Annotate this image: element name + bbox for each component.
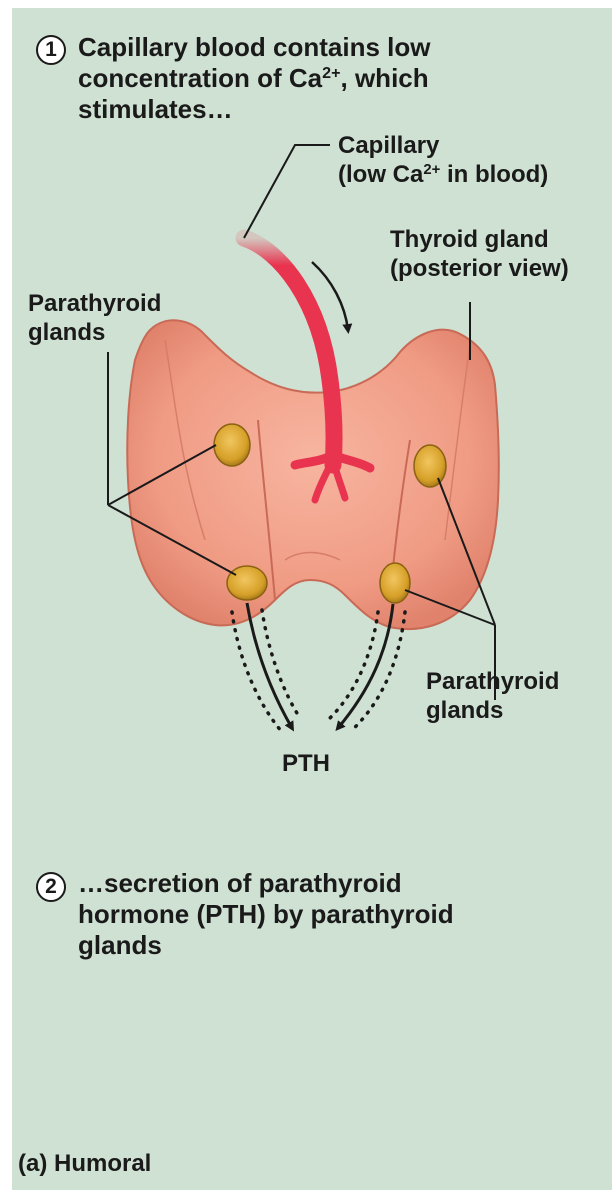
step-1-line-2-post: , which — [341, 63, 429, 93]
thyroid-label-line-1: Thyroid gland — [390, 226, 608, 255]
step-2-number: 2 — [45, 875, 57, 898]
step-1-number: 1 — [45, 38, 57, 61]
step-2-line-1: …secretion of parathyroid — [78, 868, 578, 899]
step-1-line-3: stimulates… — [78, 94, 598, 125]
thyroid-label-line-2: (posterior view) — [390, 255, 608, 284]
capillary-label-line-2: (low Ca2+ in blood) — [338, 161, 606, 190]
parathyroid-gland-lower-right — [380, 563, 410, 603]
parathyroid-gland-upper-left — [214, 424, 250, 466]
parathyroid-label-right-line-2: glands — [426, 697, 606, 726]
parathyroid-label-left: Parathyroid glands — [28, 290, 208, 348]
pth-arrow-left — [247, 603, 292, 728]
pth-dots-left-outer — [232, 612, 282, 732]
pth-dots-right-outer — [350, 612, 405, 732]
step-1-line-2: concentration of Ca2+, which — [78, 63, 598, 94]
parathyroid-label-right-line-1: Parathyroid — [426, 668, 606, 697]
step-2-badge: 2 — [36, 872, 66, 902]
step-2-line-3: glands — [78, 930, 578, 961]
capillary-label-post: in blood) — [440, 161, 548, 188]
step-1-badge: 1 — [36, 35, 66, 65]
figure-caption: (a) Humoral — [18, 1150, 151, 1179]
parathyroid-label-left-line-2: glands — [28, 319, 208, 348]
pth-dots-right-inner — [330, 612, 378, 718]
step-1-line-2-pre: concentration of Ca — [78, 63, 322, 93]
pth-label: PTH — [282, 750, 330, 779]
parathyroid-label-right: Parathyroid glands — [426, 668, 606, 726]
step-2-line-2: hormone (PTH) by parathyroid — [78, 899, 578, 930]
step-2-text: …secretion of parathyroid hormone (PTH) … — [78, 868, 578, 962]
capillary-label-line-1: Capillary — [338, 132, 606, 161]
step-1-line-1: Capillary blood contains low — [78, 32, 598, 63]
capillary-leader-line — [244, 145, 330, 238]
pth-dots-left-inner — [262, 610, 300, 718]
step-1-text: Capillary blood contains low concentrati… — [78, 32, 598, 126]
thyroid-label: Thyroid gland (posterior view) — [390, 226, 608, 284]
step-1-line-2-sup: 2+ — [322, 64, 340, 82]
parathyroid-gland-upper-right — [414, 445, 446, 487]
parathyroid-gland-lower-left — [227, 566, 267, 600]
parathyroid-label-left-line-1: Parathyroid — [28, 290, 208, 319]
capillary-label: Capillary (low Ca2+ in blood) — [338, 132, 606, 190]
capillary-label-pre: (low Ca — [338, 161, 423, 188]
capillary-label-sup: 2+ — [423, 162, 440, 178]
